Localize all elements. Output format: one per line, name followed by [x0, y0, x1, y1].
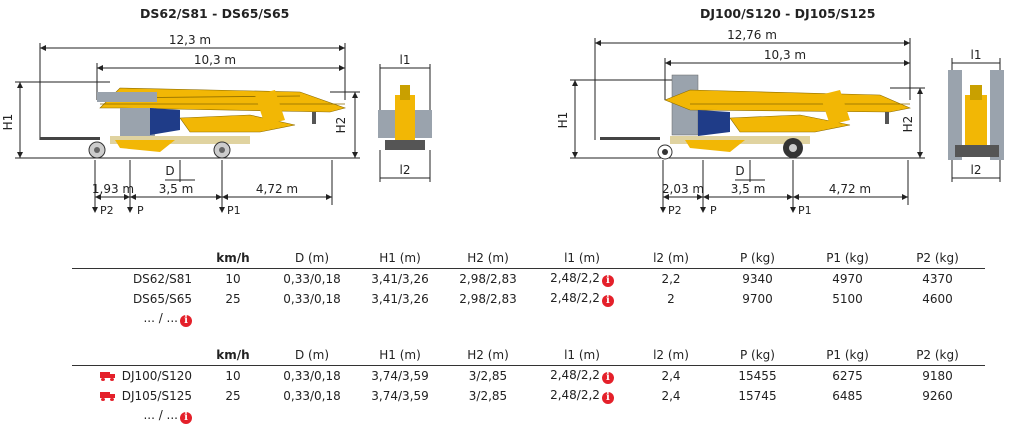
left-crane-diagram: 12,3 m 10,3 m H1 H2 D 1,93 m 3,5 m 4,72 … — [1, 33, 432, 217]
left-h1-label: H1 — [1, 114, 15, 131]
left-axle-dim: 3,5 m — [159, 182, 194, 196]
info-icon[interactable]: i — [601, 275, 614, 287]
info-icon[interactable]: i — [601, 295, 614, 307]
header-p2: P2 (kg) — [890, 345, 985, 366]
header-kmh: km/h — [198, 248, 268, 269]
right-diagram-title: DJ100/S120 - DJ105/S125 — [700, 6, 876, 21]
right-front-dim: 4,72 m — [829, 182, 871, 196]
info-icon[interactable]: i — [601, 392, 614, 404]
header-h2: H2 (m) — [444, 345, 532, 366]
table-header-row: km/h D (m) H1 (m) H2 (m) l1 (m) l2 (m) P… — [72, 248, 985, 269]
left-crane-illustration — [40, 87, 347, 159]
right-p-label: P — [710, 204, 717, 217]
right-crane-illustration — [600, 74, 911, 160]
header-p1: P1 (kg) — [805, 345, 890, 366]
left-h2-label: H2 — [334, 117, 348, 134]
left-d-label: D — [165, 164, 174, 178]
specs-table-dj: km/h D (m) H1 (m) H2 (m) l1 (m) l2 (m) P… — [72, 345, 985, 426]
header-p: P (kg) — [710, 248, 805, 269]
left-l1-label: l1 — [400, 53, 411, 67]
right-jib-length: 10,3 m — [764, 48, 806, 62]
model-name: DS65/S65 — [132, 292, 192, 306]
truck-icon — [99, 390, 116, 401]
header-d: D (m) — [268, 345, 356, 366]
header-h1: H1 (m) — [356, 248, 444, 269]
header-l2: l2 (m) — [632, 248, 710, 269]
right-h1-label: H1 — [556, 112, 570, 129]
table-more-row: ... / ...i — [72, 406, 985, 426]
header-p1: P1 (kg) — [805, 248, 890, 269]
info-icon[interactable]: i — [180, 315, 192, 327]
header-d: D (m) — [268, 248, 356, 269]
header-h1: H1 (m) — [356, 345, 444, 366]
right-l1-label: l1 — [971, 48, 982, 62]
left-diagram-title: DS62/S81 - DS65/S65 — [140, 6, 290, 21]
table-row: DJ105/S125 25 0,33/0,18 3,74/3,59 3/2,85… — [72, 386, 985, 406]
left-p2-label: P2 — [100, 204, 114, 217]
right-p2-label: P2 — [668, 204, 682, 217]
header-h2: H2 (m) — [444, 248, 532, 269]
left-p-label: P — [137, 204, 144, 217]
left-rear-dim: 1,93 m — [92, 182, 134, 196]
table-header-row: km/h D (m) H1 (m) H2 (m) l1 (m) l2 (m) P… — [72, 345, 985, 366]
info-icon[interactable]: i — [180, 412, 192, 424]
right-axle-dim: 3,5 m — [731, 182, 766, 196]
right-crane-front-view — [948, 58, 1004, 182]
right-crane-diagram: 12,76 m 10,3 m H1 H2 D 2,03 m 3,5 m 4,72… — [556, 28, 1004, 217]
right-rear-dim: 2,03 m — [662, 182, 704, 196]
header-kmh: km/h — [198, 345, 268, 366]
table-row: DS65/S65 25 0,33/0,18 3,41/3,26 2,98/2,8… — [72, 289, 985, 309]
header-l1: l1 (m) — [532, 248, 632, 269]
truck-icon — [99, 370, 116, 381]
specs-table-ds: km/h D (m) H1 (m) H2 (m) l1 (m) l2 (m) P… — [72, 248, 985, 329]
right-l2-label: l2 — [971, 163, 982, 177]
table-more-row: ... / ...i — [72, 309, 985, 329]
left-p1-label: P1 — [227, 204, 241, 217]
model-name: DJ100/S120 — [121, 369, 192, 383]
more-models-link[interactable]: ... / ... — [143, 311, 178, 325]
left-overall-length: 12,3 m — [169, 33, 211, 47]
right-d-label: D — [735, 164, 744, 178]
header-p: P (kg) — [710, 345, 805, 366]
right-h2-label: H2 — [901, 116, 915, 133]
header-l1: l1 (m) — [532, 345, 632, 366]
info-icon[interactable]: i — [601, 372, 614, 384]
right-p1-label: P1 — [798, 204, 812, 217]
table-row: DJ100/S120 10 0,33/0,18 3,74/3,59 3/2,85… — [72, 366, 985, 387]
header-l2: l2 (m) — [632, 345, 710, 366]
header-p2: P2 (kg) — [890, 248, 985, 269]
left-crane-front-view — [378, 64, 432, 182]
model-name: DS62/S81 — [132, 272, 192, 286]
more-models-link[interactable]: ... / ... — [143, 408, 178, 422]
left-front-dim: 4,72 m — [256, 182, 298, 196]
table-row: DS62/S81 10 0,33/0,18 3,41/3,26 2,98/2,8… — [72, 269, 985, 290]
right-overall-length: 12,76 m — [727, 28, 777, 42]
model-name: DJ105/S125 — [121, 389, 192, 403]
left-l2-label: l2 — [400, 163, 411, 177]
left-jib-length: 10,3 m — [194, 53, 236, 67]
